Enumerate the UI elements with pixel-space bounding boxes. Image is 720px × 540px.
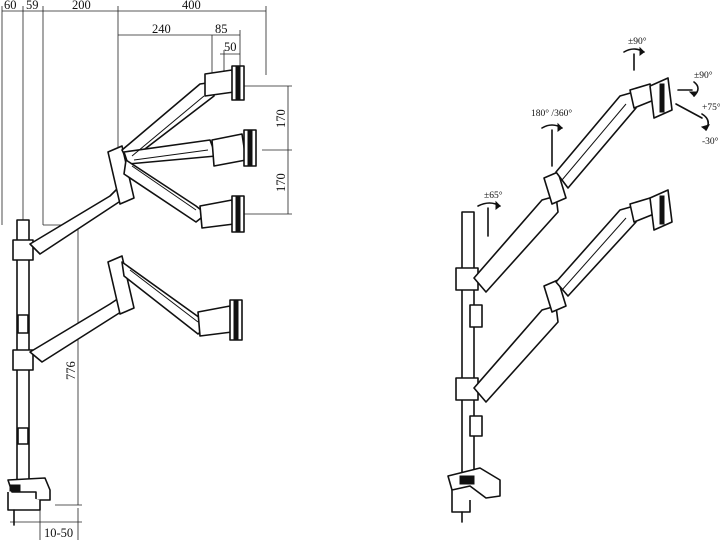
base-rotation-label: ±65°	[484, 190, 503, 201]
side-lower-arm	[29, 255, 243, 363]
dim-776-label: 776	[64, 361, 78, 380]
side-upper-arm	[29, 81, 217, 255]
dim-200-label: 200	[72, 0, 91, 12]
top-dimension-lines	[1, 6, 267, 225]
side-monitor-heads	[199, 65, 257, 233]
side-view-drawing: 60 59 200 400 240 85 50 170 170 776 10-5…	[1, 0, 292, 540]
dim-240-label: 240	[152, 22, 171, 36]
arm-rotation-label: 180° /360°	[531, 108, 572, 119]
dim-85-label: 85	[215, 22, 228, 36]
dim-170-lower-label: 170	[274, 173, 288, 192]
vertical-dimension-lines	[240, 85, 292, 215]
dim-clamp-label: 10-50	[44, 526, 73, 540]
dim-50-label: 50	[224, 40, 237, 54]
tilt-down-label: -30°	[702, 136, 719, 147]
clamp-range-dimension	[10, 508, 82, 540]
top-tilt-label: ±90°	[628, 36, 647, 47]
iso-upper-arm	[473, 77, 673, 293]
rotation-indicators	[477, 46, 711, 237]
dim-170-upper-label: 170	[274, 109, 288, 128]
isometric-view-drawing: ±90° ±90° +75° -30° 180° /360° ±65°	[447, 36, 720, 523]
tilt-up-label: +75°	[702, 102, 720, 113]
dim-59-label: 59	[26, 0, 39, 12]
dim-60-label: 60	[4, 0, 17, 12]
side-pole	[7, 219, 51, 526]
dim-400-label: 400	[182, 0, 201, 12]
side-swivel-label: ±90°	[694, 70, 713, 81]
iso-lower-arm	[473, 189, 673, 403]
